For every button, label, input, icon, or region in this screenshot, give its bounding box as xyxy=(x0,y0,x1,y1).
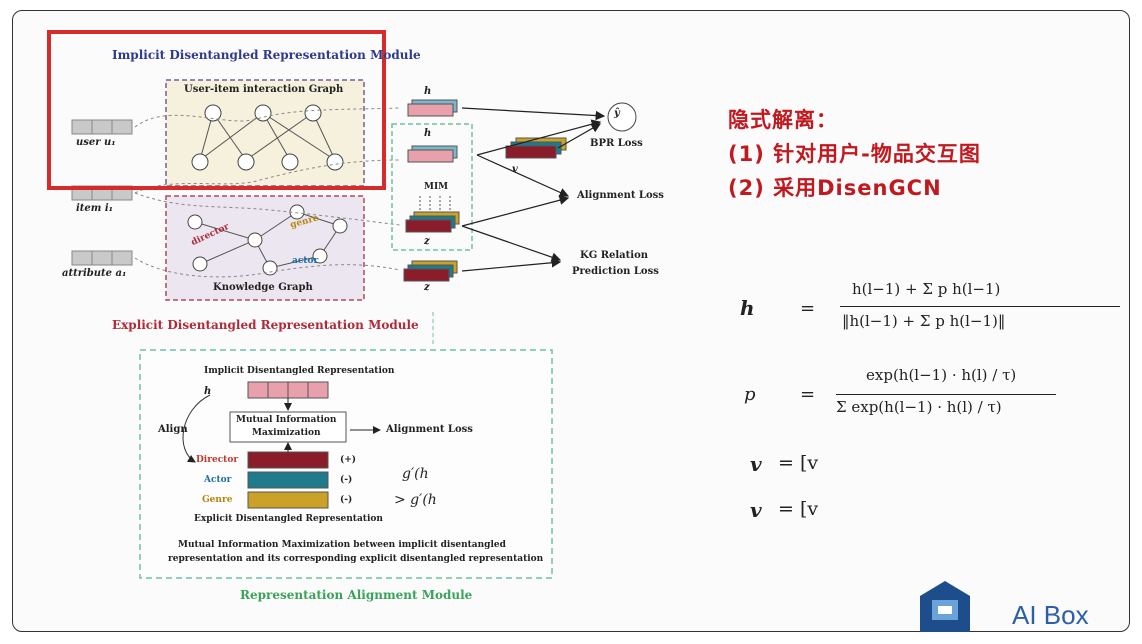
mim-arrows xyxy=(419,196,451,212)
edge-label-actor: actor xyxy=(292,256,319,266)
ai-box-logo-icon xyxy=(920,581,970,632)
formula-p-numerator: exp(h(l−1) · h(l) / τ) xyxy=(866,366,1017,384)
knowledge-graph-box xyxy=(165,195,365,301)
knowledge-graph-label: Knowledge Graph xyxy=(213,282,313,293)
align-arrow xyxy=(182,394,211,463)
align-caption-1: Mutual Information Maximization between … xyxy=(178,540,506,550)
implicit-repr-title: Implicit Disentangled Representation xyxy=(204,366,395,376)
formula-h-eq: = xyxy=(800,298,816,319)
knowledge-graph-nodes xyxy=(187,204,348,276)
formula-v-u-lhs: v xyxy=(750,452,762,476)
flow-curves xyxy=(134,107,401,278)
user-embedding-block xyxy=(71,119,133,135)
v-i-label: v xyxy=(512,164,518,175)
formula-p-fraction-bar xyxy=(836,394,1056,395)
user-input-label: user u₁ xyxy=(76,137,116,148)
v-i-embedding xyxy=(505,137,567,159)
explicit-module-title: Explicit Disentangled Representation Mod… xyxy=(112,318,419,332)
formula-h-denominator: ‖h(l−1) + Σ p h(l−1)‖ xyxy=(842,312,1006,330)
g-negative-expr: > g′(h xyxy=(394,492,437,508)
align-caption-2: representation and its corresponding exp… xyxy=(168,554,544,564)
formula-h-numerator: h(l−1) + Σ p h(l−1) xyxy=(852,280,1001,298)
formula-v-i-lhs: v xyxy=(750,498,762,522)
row-genre-bar xyxy=(247,491,329,509)
prediction-node xyxy=(607,102,637,132)
mi-label-1: Mutual Information xyxy=(236,415,337,425)
kg-loss-label-2: Prediction Loss xyxy=(572,266,659,277)
h-u-embedding xyxy=(407,99,458,117)
row-director-label: Director xyxy=(196,455,239,465)
z-i-embedding xyxy=(405,211,460,233)
attribute-embedding-block xyxy=(71,250,133,266)
formula-v-u-rhs: = [v xyxy=(778,452,819,474)
h-u-label: h xyxy=(424,86,432,97)
h-i-embedding xyxy=(407,145,458,163)
explicit-repr-title: Explicit Disentangled Representation xyxy=(194,514,383,524)
g-positive-expr: g′(h xyxy=(402,466,429,482)
mi-label-2: Maximization xyxy=(252,428,321,438)
notes-item-1: (1) 针对用户-物品交互图 xyxy=(728,142,981,166)
row-actor-label: Actor xyxy=(204,475,232,485)
formula-p-lhs: p xyxy=(744,384,756,405)
y-hat-label: ŷ xyxy=(614,108,620,119)
align-h-embedding xyxy=(247,381,329,399)
row-genre-sign: (-) xyxy=(340,495,353,505)
align-word: Align xyxy=(158,424,188,435)
formula-h-fraction-bar xyxy=(840,306,1120,307)
loss-arrows xyxy=(461,107,606,272)
row-actor-sign: (-) xyxy=(340,475,353,485)
mim-column-box xyxy=(391,123,473,251)
alignment-module-title: Representation Alignment Module xyxy=(240,588,473,602)
formula-p-eq: = xyxy=(800,384,816,405)
formula-p-denominator: Σ exp(h(l−1) · h(l) / τ) xyxy=(836,398,1002,416)
implicit-module-title: Implicit Disentangled Representation Mod… xyxy=(112,48,421,62)
formula-h-lhs: h xyxy=(740,296,755,320)
mi-box xyxy=(229,411,347,443)
align-box-alignment-loss: Alignment Loss xyxy=(386,424,473,435)
ai-box-logo-text: AI Box xyxy=(1012,600,1089,630)
alignment-module-box xyxy=(139,349,553,579)
align-h-label: h xyxy=(204,386,212,397)
highlight-box xyxy=(47,30,386,190)
z-a-embedding xyxy=(403,260,458,282)
row-genre-label: Genre xyxy=(202,495,233,505)
row-actor-bar xyxy=(247,471,329,489)
interaction-graph-edges xyxy=(199,112,336,161)
z-i-label: z xyxy=(424,236,430,247)
row-director-sign: (+) xyxy=(340,455,357,465)
notes-item-2: (2) 采用DisenGCN xyxy=(728,176,942,200)
interaction-graph-label: User-item interaction Graph xyxy=(184,84,344,95)
formula-v-i-rhs: = [v xyxy=(778,498,819,520)
alignment-loss-label: Alignment Loss xyxy=(577,190,664,201)
item-input-label: item i₁ xyxy=(76,203,114,214)
attribute-input-label: attribute a₁ xyxy=(62,268,127,279)
h-i-label: h xyxy=(424,128,432,139)
notes-title: 隐式解离： xyxy=(728,108,838,132)
mim-label: MIM xyxy=(424,182,449,192)
kg-loss-label-1: KG Relation xyxy=(580,250,649,261)
bpr-loss-label: BPR Loss xyxy=(590,138,643,149)
row-director-bar xyxy=(247,451,329,469)
z-a-label: z xyxy=(424,282,430,293)
interaction-graph-nodes xyxy=(191,104,344,171)
